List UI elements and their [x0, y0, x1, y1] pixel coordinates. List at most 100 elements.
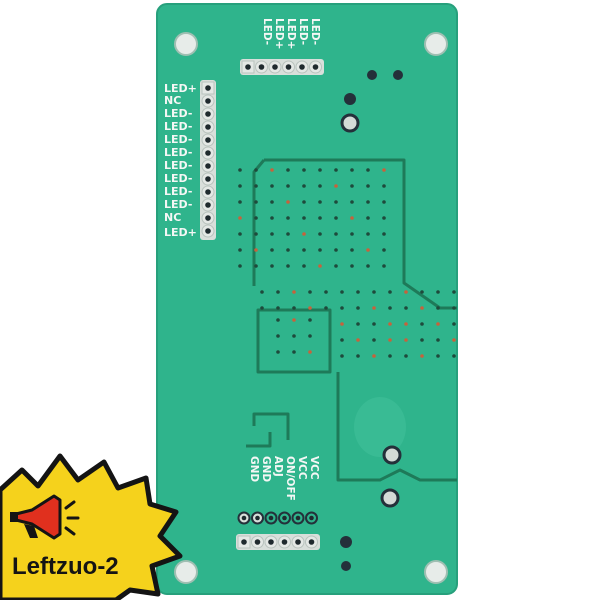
pour-outline-lower	[336, 372, 457, 482]
via	[318, 264, 322, 268]
via	[302, 232, 306, 236]
silk-label: LED-	[164, 185, 192, 198]
silk-label: LED-	[164, 198, 192, 211]
via	[436, 354, 440, 358]
via	[334, 264, 338, 268]
via	[254, 184, 258, 188]
silk-label: GND	[260, 456, 272, 482]
via	[254, 200, 258, 204]
header-pin	[201, 224, 215, 238]
via	[238, 232, 242, 236]
via	[270, 200, 274, 204]
via	[382, 232, 386, 236]
header-pin	[255, 60, 268, 74]
header-pin	[201, 198, 215, 212]
via	[270, 232, 274, 236]
top-header-labels: LED- LED- LED+ LED+ LED-	[261, 18, 321, 49]
trace-adj	[252, 412, 290, 440]
header-pin	[201, 146, 215, 160]
silk-label: NC	[164, 211, 181, 224]
via	[334, 248, 338, 252]
via	[404, 354, 408, 358]
via-large	[367, 70, 377, 80]
via	[318, 248, 322, 252]
header-pin	[201, 159, 215, 173]
via	[286, 216, 290, 220]
pour-outline-upper	[264, 158, 457, 310]
components	[340, 70, 406, 571]
via	[308, 350, 312, 354]
via	[276, 318, 280, 322]
silk-label: LED-	[297, 18, 309, 45]
pour-outline-pad	[256, 308, 332, 374]
via	[334, 168, 338, 172]
via	[238, 168, 242, 172]
via	[452, 322, 456, 326]
via	[372, 306, 376, 310]
test-point	[340, 113, 360, 133]
copper-traces	[246, 158, 457, 482]
silk-label: LED-	[164, 133, 192, 146]
via	[372, 354, 376, 358]
via	[404, 306, 408, 310]
via	[238, 248, 242, 252]
header-pin	[305, 535, 318, 549]
via	[318, 232, 322, 236]
header-pin	[201, 211, 215, 225]
silk-label: LED-	[164, 146, 192, 159]
silk-label: VCC	[296, 456, 308, 480]
via	[366, 216, 370, 220]
via	[388, 290, 392, 294]
via	[420, 290, 424, 294]
via	[276, 334, 280, 338]
header-pin	[241, 60, 255, 74]
mounting-hole	[424, 560, 448, 584]
via	[238, 184, 242, 188]
header-pin	[237, 535, 251, 549]
via	[324, 290, 328, 294]
silk-label: LED-	[164, 107, 192, 120]
via	[334, 216, 338, 220]
via	[238, 264, 242, 268]
header-pin	[201, 172, 215, 186]
via	[318, 168, 322, 172]
via	[452, 338, 456, 342]
trace-gnd	[246, 432, 272, 448]
header-pin	[201, 107, 215, 121]
via	[254, 168, 258, 172]
via	[340, 338, 344, 342]
header-pin	[201, 81, 215, 95]
mounting-hole	[424, 32, 448, 56]
header-pin	[201, 120, 215, 134]
via	[270, 184, 274, 188]
via	[404, 322, 408, 326]
via	[292, 318, 296, 322]
via	[260, 290, 264, 294]
mounting-hole	[174, 32, 198, 56]
via	[340, 290, 344, 294]
via	[366, 232, 370, 236]
via	[356, 354, 360, 358]
via	[452, 290, 456, 294]
via	[366, 168, 370, 172]
via-grid	[238, 168, 456, 358]
via	[270, 168, 274, 172]
mounting-holes	[174, 32, 448, 584]
silk-label: NC	[164, 94, 181, 107]
via	[238, 216, 242, 220]
via	[388, 322, 392, 326]
via	[270, 264, 274, 268]
side-header-labels: LED+ NC LED- LED- LED- LED- LED- LED- LE…	[164, 82, 197, 239]
via	[308, 306, 312, 310]
silk-label: VCC	[308, 456, 320, 480]
mounting-hole	[174, 560, 198, 584]
via	[292, 350, 296, 354]
header-pin	[278, 535, 291, 549]
via	[308, 290, 312, 294]
via	[452, 306, 456, 310]
via	[286, 184, 290, 188]
header-pin	[295, 60, 309, 74]
via	[302, 264, 306, 268]
header-pin	[264, 535, 278, 549]
